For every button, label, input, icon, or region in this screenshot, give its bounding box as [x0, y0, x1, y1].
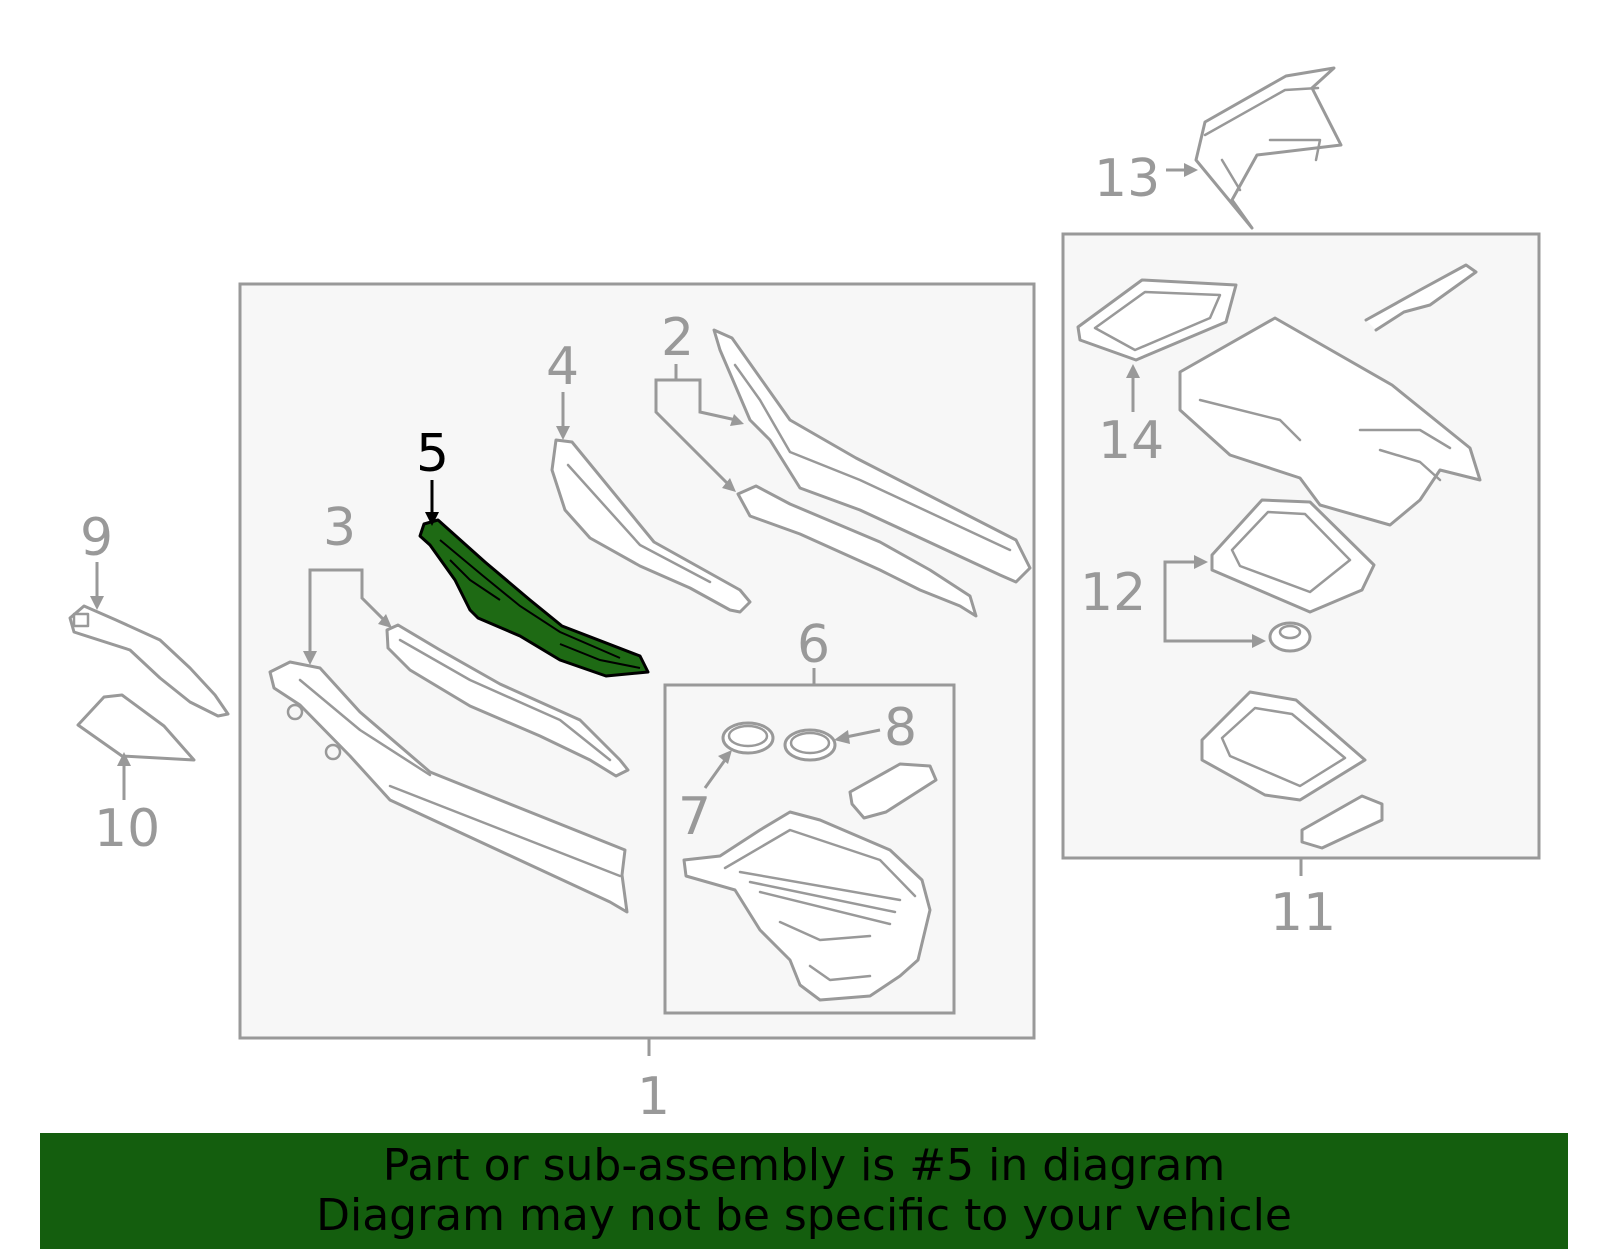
- callout-12: 12: [1080, 563, 1146, 623]
- callout-3: 3: [323, 498, 356, 558]
- info-banner: Part or sub-assembly is #5 in diagram Di…: [40, 1133, 1568, 1249]
- banner-line-2: Diagram may not be specific to your vehi…: [316, 1190, 1292, 1241]
- part-12-knob[interactable]: [1268, 621, 1312, 653]
- part-4[interactable]: [550, 438, 752, 614]
- callout-6: 6: [797, 615, 830, 675]
- callout-9: 9: [80, 508, 113, 568]
- part-13[interactable]: [1194, 66, 1343, 230]
- part-12-plate[interactable]: [1210, 498, 1376, 614]
- part-10[interactable]: [76, 693, 196, 762]
- part-3-upper[interactable]: [385, 623, 630, 778]
- leader-lines: [90, 163, 1303, 1056]
- callout-13: 13: [1094, 149, 1160, 209]
- part-5-highlighted[interactable]: [418, 518, 650, 678]
- part-6-bin[interactable]: [682, 810, 932, 1002]
- callout-10: 10: [94, 799, 160, 859]
- callout-1: 1: [637, 1067, 670, 1127]
- part-2-lower[interactable]: [736, 484, 978, 618]
- part-3-lower[interactable]: [268, 660, 629, 914]
- callout-5: 5: [416, 424, 449, 484]
- banner-line-1: Part or sub-assembly is #5 in diagram: [382, 1140, 1226, 1191]
- callout-2: 2: [661, 308, 694, 368]
- part-7-ring[interactable]: [721, 721, 775, 755]
- part-8-ring[interactable]: [783, 728, 837, 762]
- part-11-bezel[interactable]: [1200, 690, 1384, 850]
- part-14[interactable]: [1076, 278, 1238, 362]
- part-9[interactable]: [68, 604, 230, 718]
- callout-8: 8: [884, 698, 917, 758]
- callout-14: 14: [1098, 411, 1164, 471]
- part-11-console[interactable]: [1178, 263, 1482, 527]
- callout-4: 4: [546, 337, 579, 397]
- part-6-switch[interactable]: [848, 762, 938, 820]
- callout-7: 7: [678, 787, 711, 847]
- part-2-upper[interactable]: [712, 328, 1032, 584]
- callout-11: 11: [1270, 883, 1336, 943]
